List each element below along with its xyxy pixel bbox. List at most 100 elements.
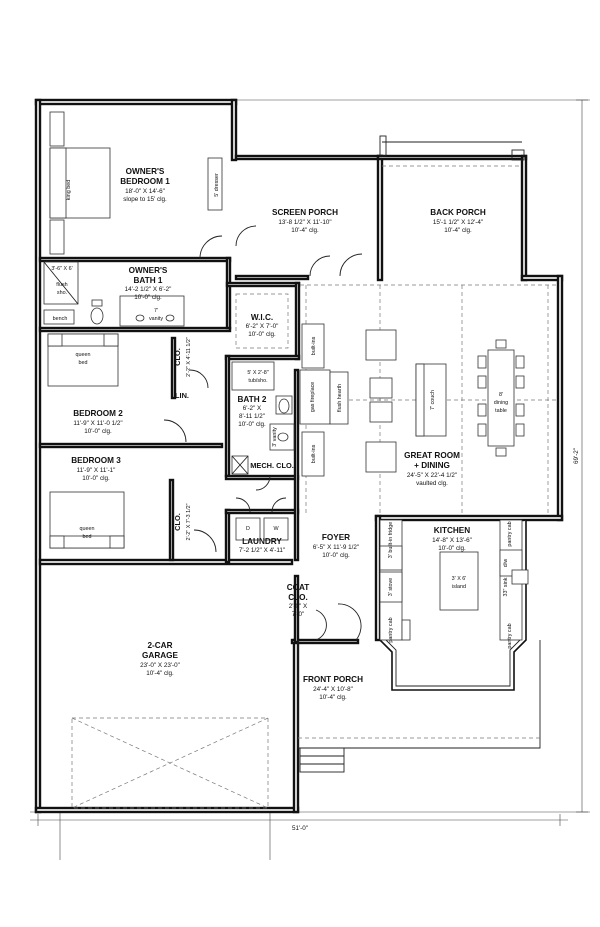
svg-text:2-CAR: 2-CAR (147, 641, 172, 650)
svg-text:23'-0" X 23'-0": 23'-0" X 23'-0" (140, 662, 180, 669)
svg-text:built-ins: built-ins (311, 336, 317, 355)
label-mech: MECH. CLO. (250, 461, 294, 470)
mech-closet-unit (231, 455, 249, 475)
label-closet3: CLO. 2'-2" X 7'-3 1/2" (173, 503, 192, 540)
bedroom3-furniture (49, 491, 125, 549)
svg-text:33" sink: 33" sink (503, 577, 509, 596)
svg-text:W.I.C.: W.I.C. (251, 313, 273, 322)
svg-text:10'-0" clg.: 10'-0" clg. (438, 545, 466, 552)
bedroom2-furniture (47, 333, 119, 387)
label-foyer: FOYER 6'-5" X 11'-9 1/2" 10'-0" clg. (313, 533, 359, 559)
svg-text:10'-0" clg.: 10'-0" clg. (322, 552, 350, 559)
svg-text:gas fireplace: gas fireplace (310, 382, 316, 413)
svg-text:10'-4" clg.: 10'-4" clg. (319, 694, 347, 701)
svg-text:CLO.: CLO. (173, 348, 182, 366)
svg-text:10'-0" clg.: 10'-0" clg. (84, 428, 112, 435)
svg-text:SCREEN PORCH: SCREEN PORCH (272, 208, 338, 217)
dimension-lines (30, 99, 590, 860)
svg-text:COAT: COAT (287, 583, 310, 592)
svg-text:11'-9" X 11'-0 1/2": 11'-9" X 11'-0 1/2" (73, 420, 122, 427)
label-bedroom2: BEDROOM 2 11'-9" X 11'-0 1/2" 10'-0" clg… (73, 409, 123, 435)
svg-text:18'-0" X 14'-6": 18'-0" X 14'-6" (125, 188, 165, 195)
svg-text:6'-2" X 7'-0": 6'-2" X 7'-0" (246, 323, 279, 330)
svg-text:10'-0" clg.: 10'-0" clg. (248, 331, 276, 338)
svg-text:2'-2" X 7'-3 1/2": 2'-2" X 7'-3 1/2" (186, 503, 192, 540)
svg-text:flush: flush (56, 282, 67, 288)
fixture-labels: king bed 5' dresser 3'-6" X 6' flush sho… (51, 173, 513, 649)
svg-text:5' X 2'-8": 5' X 2'-8" (247, 370, 268, 376)
svg-text:+ DINING: + DINING (414, 461, 450, 470)
label-kitchen: KITCHEN 14'-8" X 13'-6" 10'-0" clg. (432, 526, 472, 552)
garage-door (71, 717, 269, 809)
svg-text:D: D (246, 526, 250, 532)
svg-text:table: table (495, 408, 507, 414)
svg-text:LAUNDRY: LAUNDRY (242, 537, 282, 546)
svg-text:bed: bed (83, 534, 92, 540)
svg-text:8'-11 1/2": 8'-11 1/2" (239, 413, 265, 420)
label-closet2: CLO. 2'-2" X 4'-11 1/2" (173, 337, 192, 377)
label-screen-porch: SCREEN PORCH 13'-8 1/2" X 11'-10" 10'-4"… (272, 208, 338, 234)
svg-text:10'-4" clg.: 10'-4" clg. (444, 227, 472, 234)
svg-text:24'-5" X 22'-4 1/2": 24'-5" X 22'-4 1/2" (407, 472, 457, 479)
label-owners-bedroom: OWNER'S BEDROOM 1 18'-0" X 14'-6" slope … (120, 167, 170, 203)
svg-text:BACK PORCH: BACK PORCH (430, 208, 486, 217)
svg-text:2'-0" X: 2'-0" X (289, 603, 308, 610)
svg-text:10'-4" clg.: 10'-4" clg. (146, 670, 174, 677)
svg-text:slope to 15' clg.: slope to 15' clg. (123, 196, 167, 203)
svg-text:OWNER'S: OWNER'S (129, 266, 168, 275)
svg-text:3' built-in fridge: 3' built-in fridge (388, 522, 394, 558)
svg-text:3' stove: 3' stove (388, 578, 394, 596)
laundry-machines (235, 517, 289, 541)
owners-bath-fixtures (43, 261, 185, 327)
svg-text:14'-2 1/2" X 6'-2": 14'-2 1/2" X 6'-2" (125, 286, 172, 293)
svg-text:CLO.: CLO. (173, 513, 182, 531)
svg-text:queen: queen (80, 526, 95, 532)
svg-text:pantry cab: pantry cab (507, 623, 513, 648)
svg-text:W: W (273, 526, 279, 532)
doors (163, 225, 363, 641)
label-coat-closet: COAT CLO. 2'-0" X 7'-0" (287, 583, 310, 618)
label-great-room: GREAT ROOM + DINING 24'-5" X 22'-4 1/2" … (404, 451, 460, 487)
svg-text:BEDROOM 3: BEDROOM 3 (71, 456, 121, 465)
fireplace-and-builtins (299, 323, 349, 477)
svg-text:GREAT ROOM: GREAT ROOM (404, 451, 460, 460)
svg-text:built-ins: built-ins (311, 444, 317, 463)
svg-text:3' vanity: 3' vanity (272, 427, 278, 447)
back-porch-outline (379, 135, 525, 167)
svg-text:7': 7' (154, 308, 158, 314)
svg-text:tub/sho.: tub/sho. (248, 378, 267, 384)
svg-text:pantry cab: pantry cab (507, 521, 513, 546)
svg-text:queen: queen (76, 352, 91, 358)
label-laundry: LAUNDRY 7'-2 1/2" X 4'-11" D W (239, 526, 285, 554)
kitchen-cabinets (379, 519, 529, 641)
label-front-porch: FRONT PORCH 24'-4" X 10'-8" 10'-4" clg. (303, 675, 363, 701)
label-wic: W.I.C. 6'-2" X 7'-0" 10'-0" clg. (246, 313, 279, 338)
svg-text:dining: dining (494, 400, 508, 406)
svg-text:10'-0" clg.: 10'-0" clg. (82, 475, 110, 482)
svg-text:7'-0": 7'-0" (292, 611, 305, 618)
svg-text:51'-0": 51'-0" (292, 825, 308, 832)
svg-text:BEDROOM 2: BEDROOM 2 (73, 409, 123, 418)
svg-text:bench: bench (53, 316, 68, 322)
svg-text:13'-8 1/2" X 11'-10": 13'-8 1/2" X 11'-10" (278, 219, 331, 226)
svg-text:vanity: vanity (149, 316, 163, 322)
svg-text:KITCHEN: KITCHEN (434, 526, 470, 535)
svg-text:10'-4" clg.: 10'-4" clg. (291, 227, 319, 234)
interior-walls (38, 256, 360, 645)
label-owners-bath: OWNER'S BATH 1 14'-2 1/2" X 6'-2" 10'-0"… (125, 266, 172, 301)
owners-bedroom-furniture (49, 111, 223, 255)
svg-text:FOYER: FOYER (322, 533, 350, 542)
svg-text:6'-2" X: 6'-2" X (243, 405, 262, 412)
svg-text:BEDROOM 1: BEDROOM 1 (120, 177, 170, 186)
svg-text:vaulted clg.: vaulted clg. (416, 480, 448, 487)
svg-text:15'-1 1/2" X 12'-4": 15'-1 1/2" X 12'-4" (433, 219, 483, 226)
svg-text:3'-6" X 6': 3'-6" X 6' (51, 266, 72, 272)
svg-text:sho.: sho. (57, 290, 67, 296)
svg-text:24'-4" X 10'-8": 24'-4" X 10'-8" (313, 686, 353, 693)
svg-text:flush hearth: flush hearth (337, 384, 343, 412)
svg-text:11'-9" X 11'-1": 11'-9" X 11'-1" (77, 467, 116, 474)
svg-text:6'-5" X 11'-9 1/2": 6'-5" X 11'-9 1/2" (313, 544, 359, 551)
svg-text:5' dresser: 5' dresser (214, 173, 220, 197)
svg-text:2'-2" X 4'-11 1/2": 2'-2" X 4'-11 1/2" (186, 337, 192, 377)
